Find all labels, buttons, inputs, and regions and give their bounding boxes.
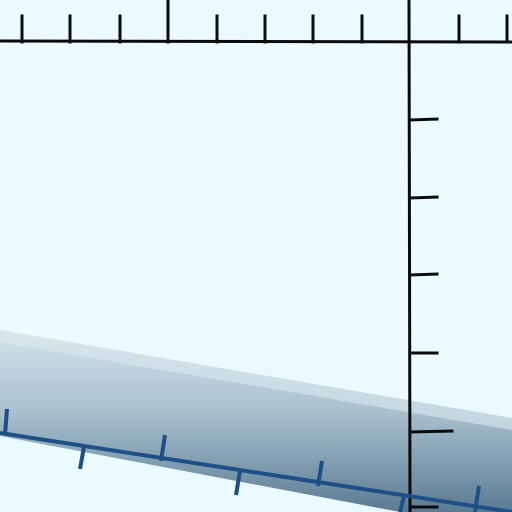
- bottom-axis-tick: [3, 408, 9, 436]
- shaded-slab-surface: [0, 330, 512, 512]
- bottom-axis-tick: [234, 470, 242, 496]
- top-axis: [0, 0, 512, 44]
- bottom-axis-tick: [316, 460, 324, 487]
- bottom-axis-tick: [473, 485, 481, 512]
- top-axis-line: [0, 39, 512, 44]
- bottom-axis-tick: [78, 446, 86, 470]
- bottom-axis-tick: [398, 495, 406, 512]
- bottom-axis-line: [0, 431, 512, 512]
- vertical-axis-tick: [408, 195, 439, 200]
- slab-highlight-band: [0, 330, 512, 430]
- vertical-axis-line: [407, 0, 412, 512]
- bottom-axis: [0, 408, 512, 512]
- vertical-axis-tick: [408, 429, 454, 434]
- bottom-axis-tick: [159, 434, 167, 462]
- vertical-axis-tick: [408, 117, 439, 122]
- vertical-axis-tick: [408, 272, 439, 277]
- slab-face: [0, 330, 512, 512]
- vertical-axis: [407, 0, 454, 512]
